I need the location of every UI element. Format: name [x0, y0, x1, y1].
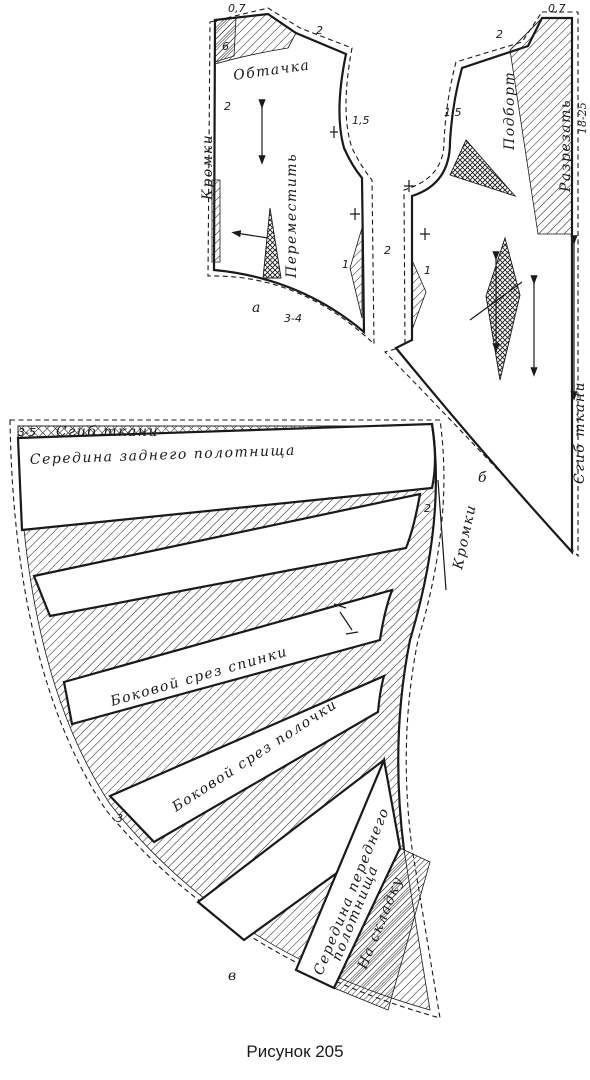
panel-b-num-07: 0,7	[548, 2, 566, 15]
panel-b-fold-label: Сгиб ткани	[572, 381, 588, 484]
panel-a-num-07: 0,7	[228, 2, 246, 15]
panel-a-num-34: 3-4	[284, 312, 302, 325]
panel-v-selvage-label: Кромки	[450, 503, 480, 572]
panel-b-facing-label: Подборт	[502, 71, 518, 151]
panel-v-side-outline	[397, 423, 438, 851]
panel-a-num-15: 1,5	[352, 114, 370, 127]
panel-b-seam-allowance	[383, 11, 579, 558]
panel-v-num-2: 2	[424, 502, 431, 515]
panel-b	[383, 11, 579, 558]
panel-a	[207, 7, 375, 346]
panel-v-selvage-line	[437, 479, 447, 591]
panel-v-fold-dense	[333, 847, 431, 1011]
figure-caption: Рисунок 205	[246, 1042, 344, 1061]
panel-a-seam-allowance	[207, 7, 375, 346]
panel-v-num-3: 3	[116, 812, 123, 825]
panel-v-wedge-front-side	[108, 674, 386, 844]
panel-b-dart-top	[449, 139, 517, 197]
panel-b-num-15: 1,5	[444, 106, 462, 119]
panel-a-side-dart	[349, 227, 363, 319]
panel-a-outline	[212, 12, 366, 335]
panel-b-notches	[404, 180, 430, 240]
panel-a-letter: а	[252, 300, 260, 316]
panel-v-wedge-2	[32, 492, 422, 618]
panel-v-wedge-back-side	[62, 588, 394, 726]
panel-b-letter: б	[478, 470, 487, 486]
panel-a-num-6: 6	[222, 40, 229, 53]
panel-a-num-2-shoulder: 2	[316, 24, 323, 37]
panel-b-num-2: 2	[496, 28, 503, 41]
panel-b-side-dart	[411, 259, 427, 331]
panel-b-num-2-mid: 2	[384, 244, 391, 257]
panel-b-cut-range: 18-25	[576, 102, 589, 134]
panel-a-facing-dense	[214, 17, 237, 63]
panel-a-selvage-strip	[211, 179, 221, 263]
panel-b-num-1: 1	[424, 264, 431, 277]
panel-v-notch	[333, 603, 359, 635]
panel-a-move-label: Переместить	[284, 153, 300, 279]
panel-v	[9, 419, 447, 1019]
panel-b-cut-label: Разрезать	[558, 99, 574, 193]
panel-a-num-1: 1	[342, 258, 349, 271]
panel-a-notches	[330, 126, 360, 220]
panel-a-move-arrow	[231, 230, 269, 239]
panel-v-fold-label: Сгиб ткани	[56, 424, 159, 440]
panel-a-num-2-side: 2	[224, 100, 231, 113]
panel-a-dart	[262, 207, 282, 279]
panel-a-selvage-label: Кромки	[200, 134, 216, 201]
pattern-figure: 0,7 6 2 Обтачка 2 1,5 Кромки Переместить…	[9, 2, 589, 1019]
panel-v-letter: в	[228, 968, 236, 984]
panel-v-num-35: 3-5	[18, 426, 36, 439]
panel-b-facing-area	[509, 17, 573, 235]
